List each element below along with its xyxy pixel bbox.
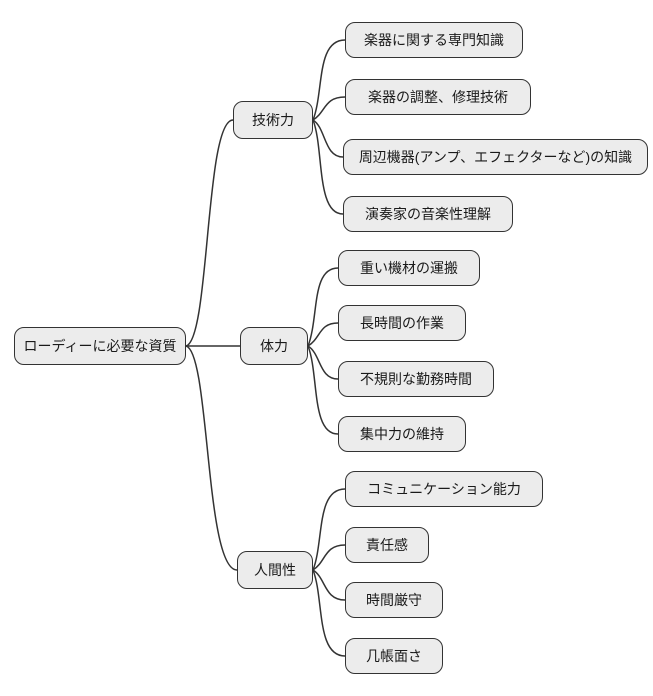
- leaf-node: 周辺機器(アンプ、エフェクターなど)の知識: [343, 139, 648, 175]
- leaf-node: 時間厳守: [345, 582, 443, 618]
- edge-personality-leaf-2: [312, 544, 346, 571]
- root-node: ローディーに必要な資質: [14, 327, 186, 365]
- edge-stamina-leaf-2: [307, 322, 339, 347]
- edge-technical-leaf-1: [312, 39, 346, 121]
- edge-personality-leaf-4: [312, 569, 346, 657]
- branch-node-stamina: 体力: [240, 327, 308, 365]
- edge-technical-leaf-3: [312, 119, 344, 158]
- branch-node-personality: 人間性: [237, 551, 313, 589]
- branch-node-technical-skill: 技術力: [233, 101, 313, 139]
- edge-stamina-leaf-1: [307, 267, 339, 347]
- leaf-node: 演奏家の音楽性理解: [343, 196, 513, 232]
- leaf-node: 不規則な勤務時間: [338, 361, 494, 397]
- leaf-node: 楽器の調整、修理技術: [345, 79, 531, 115]
- edge-personality-leaf-1: [312, 488, 346, 571]
- edge-stamina-leaf-3: [307, 345, 339, 380]
- edge-stamina-leaf-4: [307, 345, 339, 435]
- edge-personality-leaf-3: [312, 569, 346, 601]
- edge-root-personality: [185, 345, 238, 571]
- leaf-node: 几帳面さ: [345, 638, 443, 674]
- leaf-node: 楽器に関する専門知識: [345, 22, 523, 58]
- edge-root-technical-skill: [185, 119, 234, 347]
- leaf-node: コミュニケーション能力: [345, 471, 543, 507]
- leaf-node: 集中力の維持: [338, 416, 466, 452]
- edge-technical-leaf-4: [312, 119, 344, 215]
- leaf-node: 重い機材の運搬: [338, 250, 480, 286]
- leaf-node: 長時間の作業: [338, 305, 466, 341]
- leaf-node: 責任感: [345, 527, 429, 563]
- edge-technical-leaf-2: [312, 96, 346, 121]
